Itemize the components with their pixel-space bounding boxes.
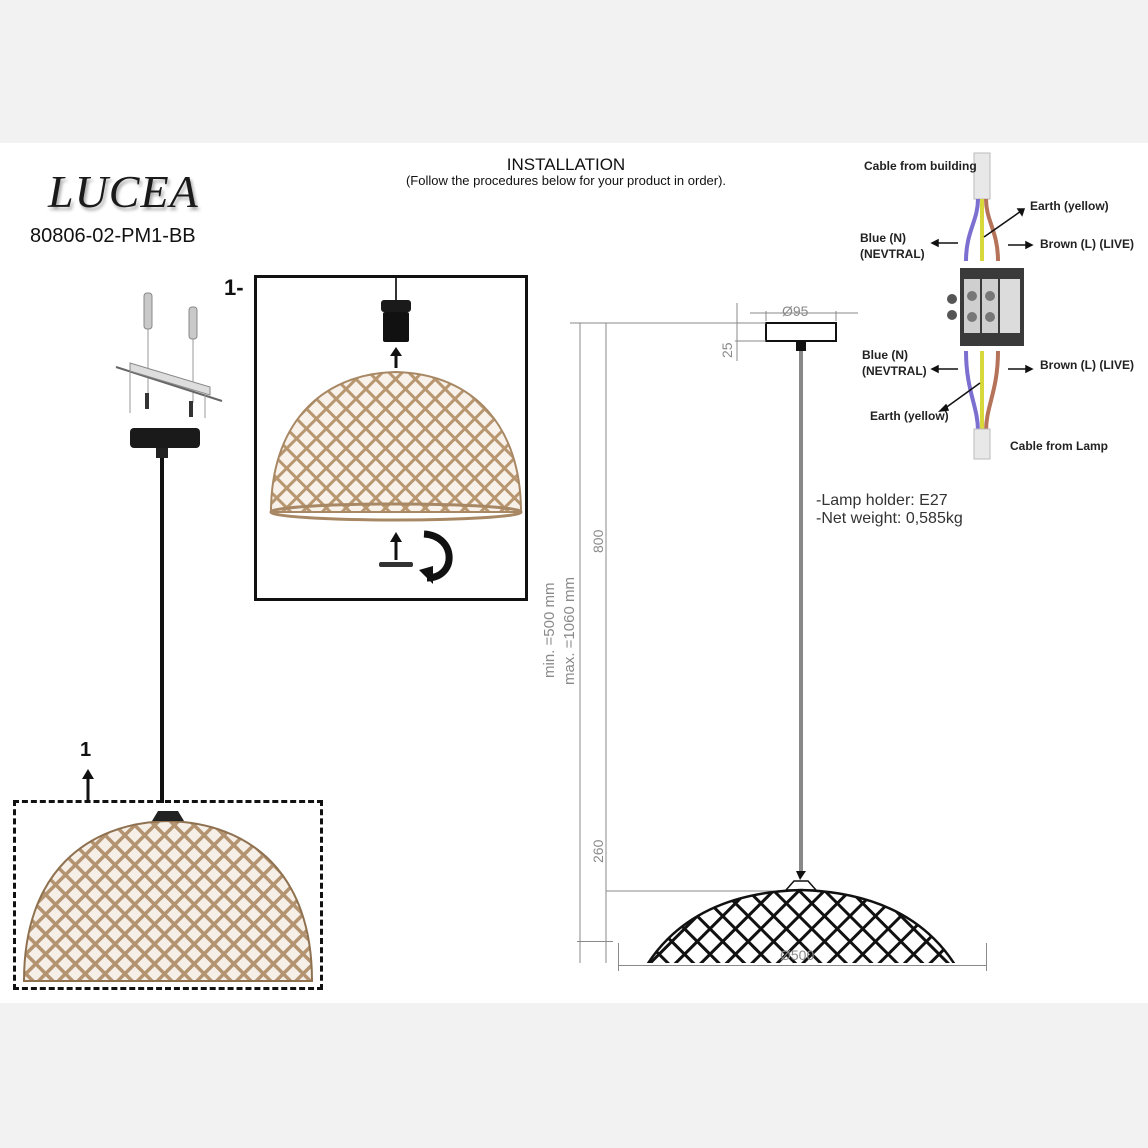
installation-subtitle: (Follow the procedures below for your pr…	[405, 173, 727, 188]
dimension-tick	[577, 941, 613, 942]
shade-assembly-illustration	[269, 278, 523, 584]
earth-bottom-label: Earth (yellow)	[870, 409, 949, 423]
shade-diameter-label: Ø500	[780, 947, 815, 963]
arrow-up-icon	[82, 769, 94, 801]
canopy-height-label: 25	[719, 342, 735, 358]
max-length-label: max. =1060 mm	[561, 577, 578, 685]
shade-height-label: 260	[590, 839, 606, 863]
canopy-outline	[765, 322, 837, 342]
wall-plug-icon	[143, 292, 198, 403]
shade-detail-box	[13, 800, 323, 990]
model-code: 80806-02-PM1-BB	[30, 225, 196, 247]
lamp-shade-outline	[646, 888, 956, 963]
dimension-tick	[986, 943, 987, 971]
dimension-tick	[618, 943, 619, 971]
lamp-holder-spec: -Lamp holder: E27	[816, 492, 948, 509]
brown-bottom-label: Brown (L) (LIVE)	[1040, 358, 1134, 372]
cable-length-label: 800	[590, 529, 606, 553]
arrow-up-icon	[390, 347, 402, 368]
net-weight-spec: -Net weight: 0,585kg	[816, 510, 963, 527]
detail-marker: 1	[80, 739, 92, 761]
canopy-diameter-label: Ø95	[782, 303, 809, 319]
ceiling-canopy-icon	[130, 428, 200, 458]
wiring-diagram	[930, 152, 1034, 460]
arrow-up-icon	[390, 532, 402, 560]
cable-from-building-label: Cable from building	[864, 159, 977, 173]
locking-ring-icon	[379, 562, 413, 567]
brand-name: LUCEA	[48, 166, 199, 217]
diameter-line	[618, 965, 986, 966]
cable-from-lamp-label: Cable from Lamp	[1010, 439, 1109, 453]
lamp-shade-icon	[22, 819, 314, 982]
step-label: 1-	[224, 275, 244, 300]
neutral-bottom-label: (NEVTRAL)	[862, 364, 927, 378]
min-length-label: min. =500 mm	[541, 582, 558, 678]
rotate-arrow-icon	[423, 530, 453, 582]
lamp-socket-icon	[381, 300, 411, 342]
blue-bottom-label: Blue (N)	[862, 348, 908, 362]
lamp-shade-icon	[269, 370, 523, 513]
mounting-bracket-icon	[115, 362, 223, 418]
brown-top-label: Brown (L) (LIVE)	[1040, 237, 1134, 251]
assembled-shade-illustration	[22, 811, 314, 982]
mounting-illustration	[115, 292, 223, 803]
instruction-sheet: LUCEA 80806-02-PM1-BB INSTALLATION (Foll…	[0, 143, 1148, 1003]
earth-top-label: Earth (yellow)	[1030, 199, 1109, 213]
neutral-top-label: (NEVTRAL)	[860, 247, 925, 261]
technical-drawing	[570, 303, 956, 963]
blue-top-label: Blue (N)	[860, 231, 906, 245]
installation-title: INSTALLATION	[506, 155, 626, 174]
label-arrows	[930, 208, 1034, 413]
cable-sheath-icon	[973, 428, 991, 460]
step-1-box	[254, 275, 528, 601]
